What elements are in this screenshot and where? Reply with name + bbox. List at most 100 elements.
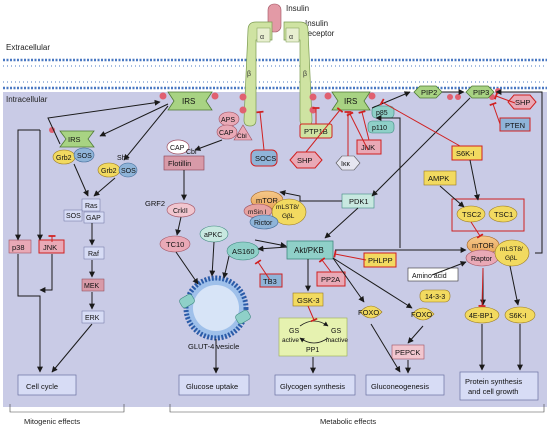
socs-label: SOCS [255,154,276,163]
pten-node [499,117,531,132]
raf-label: Raf [88,251,99,258]
outcome-gluconeogenesis-label: Gluconeogenesis [371,382,429,391]
ras-node [81,198,101,212]
metabolic-effects-label: Metabolic effects [320,417,376,426]
p110-label: p110 [372,125,387,132]
inactive-label: inactive [326,337,348,344]
jnk-label-mid: JNK [361,143,375,152]
beta-subunit-right: β [303,71,307,78]
mek-label: MEK [84,283,100,290]
pepck-node [391,344,425,360]
cbl-label-top: Cbl [237,133,247,140]
outcome-cell-cycle-label: Cell cycle [26,382,58,391]
tsc1-label: TSC1 [494,210,513,219]
phlpp-label: PHLPP [368,256,393,265]
pten-label: PTEN [505,121,525,130]
gap-label: GAP [86,215,101,222]
tc10-label: TC10 [166,240,184,249]
flotillin-label: Flotillin [168,159,191,168]
p38-label: p38 [12,243,25,252]
sos-label-b: SOS [121,168,136,175]
sos-gap-label: SOS [66,213,81,220]
s6k-node-mid [451,145,483,161]
protein-1433-node [419,289,451,303]
p85-label: p85 [376,110,388,117]
erk-node [81,310,105,324]
as160-label: AS160 [232,247,255,256]
alpha-subunit-left: α [260,34,264,41]
gbl-label-c1: GβL [505,255,518,262]
tc10-node [159,235,191,253]
grb2-label-a: Grb2 [56,155,72,162]
rictor-label: Rictor [254,220,273,227]
sos-label-a: SOS [77,153,92,160]
tb3-label: TB3 [263,277,277,286]
pip3-node [465,85,495,99]
ikk-label: Iκκ [341,161,350,168]
sos-node-b [118,162,138,178]
phospho-sites [49,88,501,133]
mek-node [81,278,105,292]
akt-label: Akt/PKB [294,246,324,255]
outcome-glucose-uptake-label: Glucose uptake [186,382,238,391]
group-brackets [9,404,545,413]
cap-node-top [216,124,238,140]
shp-node-mid [289,151,323,169]
erk-label: ERK [85,315,100,322]
glut4-vesicle [179,275,251,341]
foxo-node-a [359,305,383,319]
ampk-node [423,170,457,186]
shp-node-right [507,94,537,110]
foxo-label-a: FOXO [358,308,379,317]
pepck-label: PEPCK [395,348,420,357]
mtor-label-c2: mTOR [256,196,279,205]
irs-node-right [331,91,371,111]
crkii-label: CrkII [173,208,188,215]
cbl-node-top [233,124,253,141]
foxo-node-b [411,307,435,321]
gs-inactive-label: GS [331,328,341,335]
shp-label-mid: SHP [297,156,312,165]
glut4-label: GLUT-4 vesicle [188,342,239,351]
alpha-subunit-right: α [289,34,293,41]
cap-node-flot [166,139,190,155]
gbl-label-c2: GβL [282,213,295,220]
pp2a-label: PP2A [321,275,340,284]
tsc2-label: TSC2 [462,210,481,219]
ebp1-label: 4E-BP1 [469,313,493,320]
pip3-label: PIP3 [473,88,489,97]
plasma-membrane [3,58,547,90]
insulin-label: Insulin [286,4,309,13]
insulin-receptor-label-line1: Insulin [305,19,328,28]
akt-node [286,240,334,260]
pp1-label: PP1 [306,347,319,354]
insulin-receptor-label-line2: receptor [305,29,335,38]
rictor-node [249,214,279,230]
irs-node-mid [59,130,95,148]
pdk1-label: PDK1 [349,197,369,206]
apkc-label: aPKC [204,232,222,239]
activation-arrows [15,89,543,374]
intracellular-label: Intracellular [6,95,48,104]
mtor-label-c1: mTOR [472,241,495,250]
grb2-label-b: Grb2 [101,168,117,175]
mlst8-label-c1: mLST8/ [500,246,523,253]
mlst8-label-c2: mLST8/ [276,204,299,211]
gs-cycle-arrow-bottom [299,337,329,344]
s6k-label-right: S6K-I [509,313,527,320]
active-label: active [282,337,299,344]
irs-label-right: IRS [344,97,357,106]
gap-node [83,211,105,224]
outcome-glycogen-synthesis-label: Glycogen synthesis [280,382,345,391]
extracellular-label: Extracellular [6,43,50,52]
raf-node [83,246,105,260]
amino-acid-label: Amino acid [412,273,447,280]
p110-node [367,120,395,134]
outcome-cell-cycle [17,374,77,396]
outcome-protein-synthesis-label-line2: and cell growth [468,387,518,396]
aps-label: APS [221,117,235,124]
ebp1-node [464,306,500,324]
irs-label-mid: IRS [68,135,81,144]
